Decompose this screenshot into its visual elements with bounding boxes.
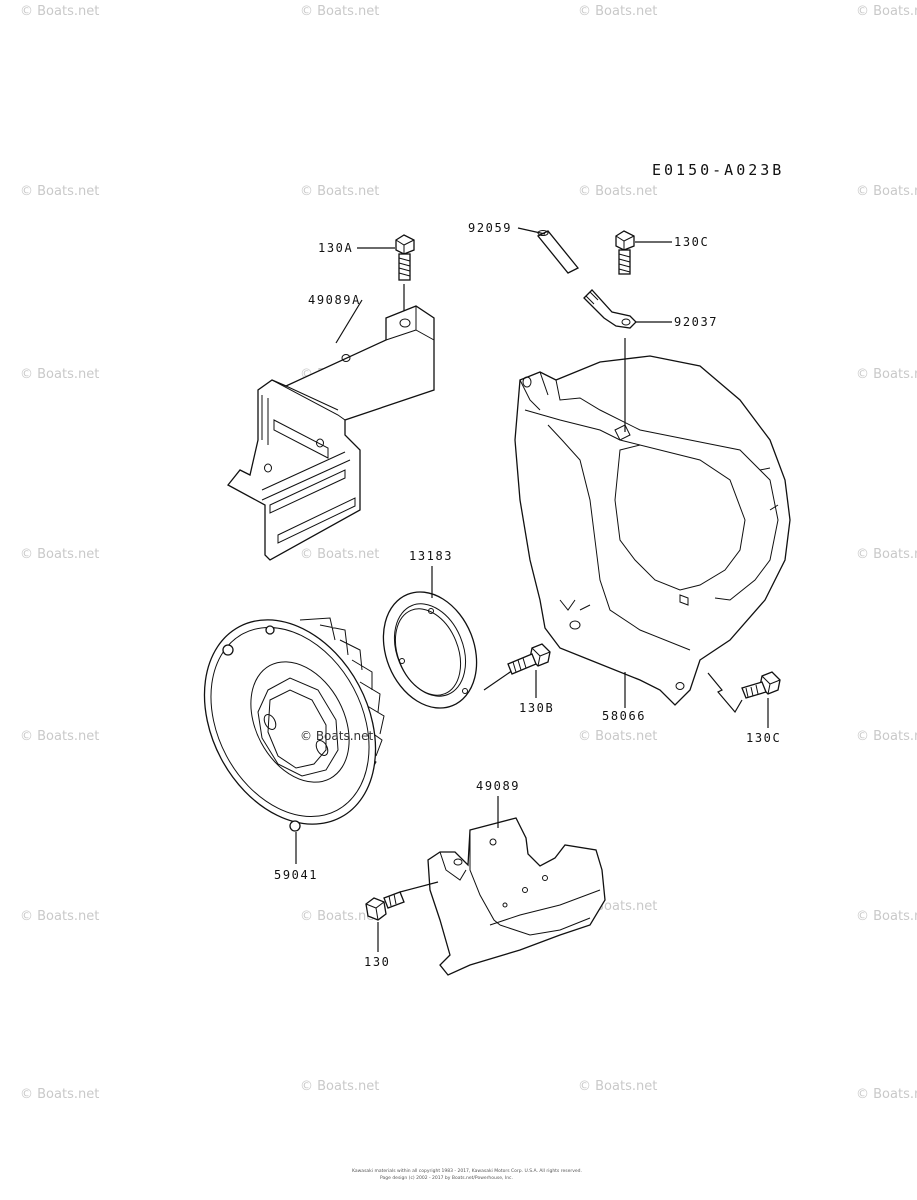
leader-line xyxy=(399,881,439,893)
part-59041-fan[interactable]: © Boats.net xyxy=(170,590,409,854)
part-130B-bolt[interactable] xyxy=(507,643,551,675)
watermark: © Boats.net xyxy=(300,4,379,19)
part-13183-plate[interactable] xyxy=(367,578,494,722)
watermark: © Boats.net xyxy=(856,367,917,382)
watermark: © Boats.net xyxy=(578,184,657,199)
watermark: © Boats.net xyxy=(856,547,917,562)
label-130[interactable]: 130 xyxy=(364,955,390,969)
watermark: © Boats.net xyxy=(856,729,917,744)
watermark: © Boats.net xyxy=(856,909,917,924)
label-49089[interactable]: 49089 xyxy=(476,779,520,793)
copyright-line: Kawasaki materials within all copyright … xyxy=(352,1168,582,1174)
label-130C-right[interactable]: 130C xyxy=(746,731,781,745)
part-130-bolt[interactable] xyxy=(365,891,405,921)
part-58066-shroud[interactable] xyxy=(514,355,791,706)
leader-line xyxy=(335,299,363,344)
watermark: © Boats.net xyxy=(20,184,99,199)
watermark: © Boats.net xyxy=(300,1079,379,1094)
watermark: © Boats.net xyxy=(20,367,99,382)
part-49089-cover[interactable] xyxy=(427,817,606,976)
label-13183[interactable]: 13183 xyxy=(409,549,453,563)
watermark: © Boats.net xyxy=(300,547,379,562)
part-49089A-bracket[interactable] xyxy=(227,305,435,561)
design-line: Page design (c) 2002 - 2017 by Boats.net… xyxy=(380,1175,513,1181)
watermark: © Boats.net xyxy=(856,184,917,199)
watermark: © Boats.net xyxy=(856,4,917,19)
watermark: © Boats.net xyxy=(300,909,379,924)
part-92059-tube[interactable] xyxy=(536,230,580,274)
label-92037[interactable]: 92037 xyxy=(674,315,718,329)
watermark: © Boats.net xyxy=(856,1087,917,1102)
part-130C-bolt-top[interactable] xyxy=(615,230,635,275)
center-watermark: © Boats.net xyxy=(300,729,374,743)
label-130B[interactable]: 130B xyxy=(519,701,554,715)
watermark: © Boats.net xyxy=(20,547,99,562)
part-130A-bolt[interactable] xyxy=(395,234,415,281)
watermark: © Boats.net xyxy=(300,184,379,199)
label-58066[interactable]: 58066 xyxy=(602,709,646,723)
diagram-code: E0150-A023B xyxy=(652,161,784,179)
watermark: © Boats.net xyxy=(578,1079,657,1094)
watermark: © Boats.net xyxy=(20,1087,99,1102)
label-92059[interactable]: 92059 xyxy=(468,221,512,235)
watermark: © Boats.net xyxy=(20,909,99,924)
label-49089A[interactable]: 49089A xyxy=(308,293,361,307)
watermark: © Boats.net xyxy=(20,729,99,744)
part-130C-bolt-right[interactable] xyxy=(741,671,781,699)
watermark: © Boats.net xyxy=(20,4,99,19)
label-59041[interactable]: 59041 xyxy=(274,868,318,882)
leader-line xyxy=(707,672,743,714)
watermark: © Boats.net xyxy=(578,729,657,744)
label-130C-top[interactable]: 130C xyxy=(674,235,709,249)
leader-line xyxy=(517,227,546,235)
label-130A[interactable]: 130A xyxy=(318,241,353,255)
watermark: © Boats.net xyxy=(578,4,657,19)
part-92037-terminal[interactable] xyxy=(583,289,637,329)
